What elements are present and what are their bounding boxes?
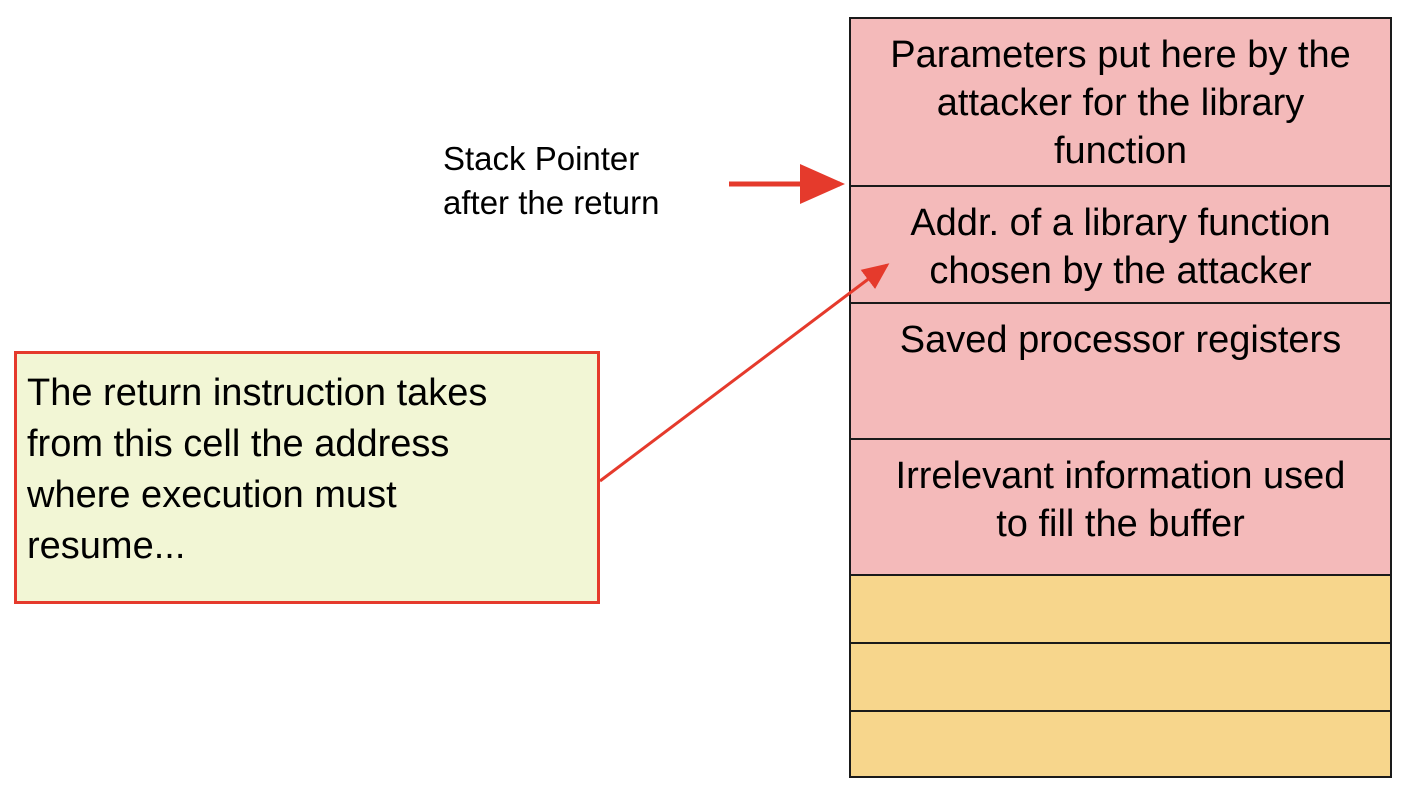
- stack-cell-parameters: Parameters put here by the attacker for …: [851, 19, 1390, 187]
- stack-cell-irrelevant-info: Irrelevant information used to fill the …: [851, 440, 1390, 576]
- stack-pointer-label: Stack Pointer after the return: [443, 140, 660, 221]
- stack-cell-empty: [851, 644, 1390, 712]
- callout-pointer-arrow: [599, 263, 890, 483]
- callout-box: The return instruction takes from this c…: [14, 351, 600, 604]
- stack-cell-saved-registers: Saved processor registers: [851, 304, 1390, 440]
- stack-cell-empty: [851, 712, 1390, 776]
- stack-cell-empty: [851, 576, 1390, 644]
- stack-frame: Parameters put here by the attacker for …: [849, 17, 1392, 778]
- stack-cell-library-address: Addr. of a library function chosen by th…: [851, 187, 1390, 304]
